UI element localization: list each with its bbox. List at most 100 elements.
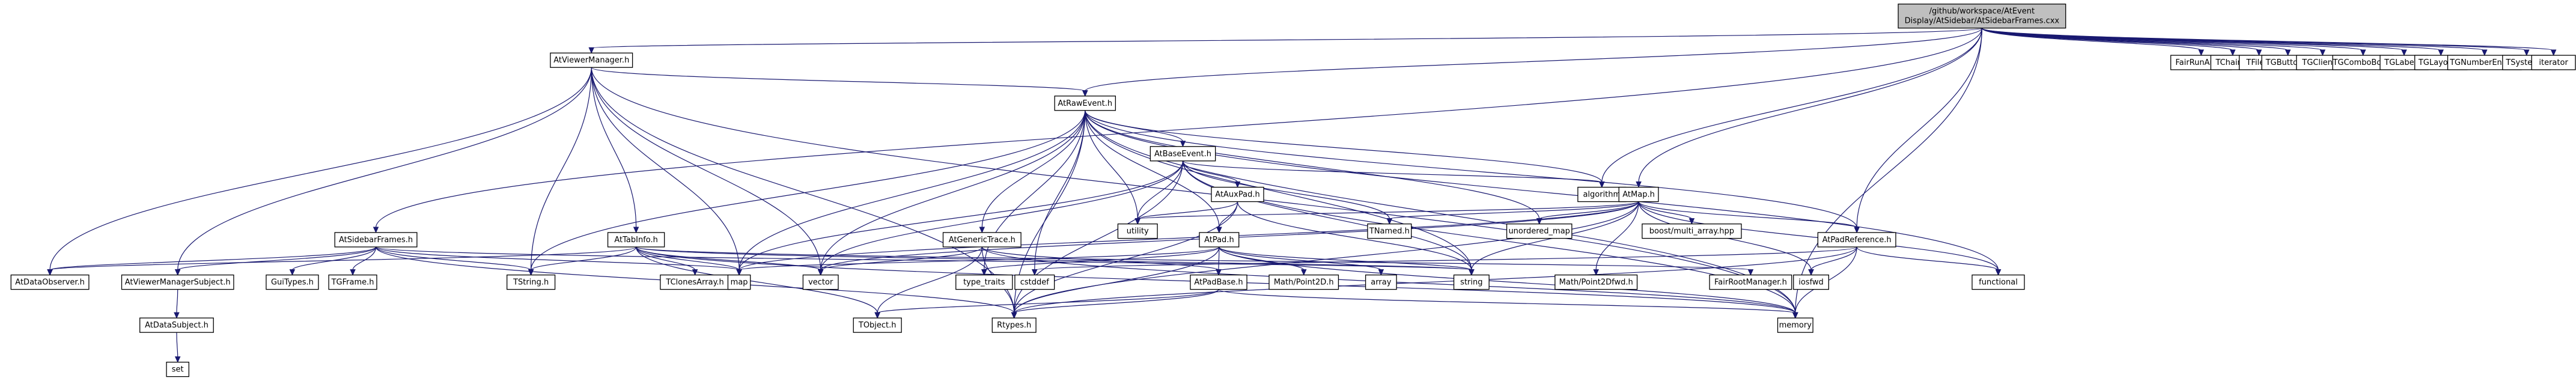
edge-line: [981, 110, 1086, 228]
edge-line: [591, 67, 740, 270]
edge-atpadbase-h-to-memory: [1218, 289, 1798, 319]
edge-arrowhead: [1216, 227, 1222, 234]
node-atviewermanager-h[interactable]: AtViewerManager.h: [550, 52, 633, 68]
edge-line: [176, 289, 178, 314]
edge-arrowhead: [2319, 49, 2326, 56]
edge-atpad-h-to-array: [1219, 246, 1384, 276]
node-label: GuiTypes.h: [271, 278, 314, 287]
node-box: [1709, 274, 1792, 290]
node-atgenerictrace-h[interactable]: AtGenericTrace.h: [942, 232, 1022, 248]
node-iterator: iterator: [2531, 55, 2576, 70]
edge-arrowhead: [692, 269, 698, 276]
edge-line: [176, 332, 178, 358]
node-tnamed-h: TNamed.h: [1367, 223, 1412, 239]
node-label: TString.h: [513, 278, 549, 287]
edge-arrowhead: [1599, 181, 1605, 188]
edge-line: [352, 246, 377, 270]
edge-arrowhead: [736, 269, 742, 276]
node-label: FairRootManager.h: [1714, 278, 1787, 287]
edge-line: [636, 246, 878, 314]
node-box: [1898, 4, 2066, 29]
edge-line: [820, 110, 1086, 270]
node-atdataobserver-h[interactable]: AtDataObserver.h: [10, 274, 90, 290]
node-label: Math/Point2D.h: [1274, 278, 1334, 287]
edge-line: [636, 246, 1472, 271]
node-label: set: [172, 365, 184, 374]
node-box: [955, 274, 1013, 290]
edge-line: [1219, 246, 1305, 271]
edge-line: [591, 67, 821, 270]
edge-line: [1981, 28, 2554, 51]
node-atrawevent-h[interactable]: AtRawEvent.h: [1054, 96, 1116, 111]
edge-arrowhead: [1300, 269, 1307, 276]
edge-arrowhead: [1378, 269, 1384, 276]
node-box: [507, 274, 556, 290]
edge-line: [1182, 160, 1603, 183]
edge-atrawevent-h-to-atbaseevent-h: [1085, 110, 1186, 148]
edge-line: [591, 67, 637, 228]
edge-line: [1085, 110, 1857, 228]
node-tclonesarray-h: TClonesArray.h: [660, 274, 730, 290]
node-label: map: [731, 278, 748, 287]
edge-arrowhead: [528, 269, 534, 276]
node-box: [1149, 146, 1216, 162]
node-root[interactable]: /github/workspace/AtEventDisplay/AtSideb…: [1898, 4, 2066, 29]
edge-line: [984, 246, 1220, 271]
edge-atbaseevent-h-to-algorithm: [1182, 160, 1605, 188]
edge-line: [1638, 201, 1857, 228]
edge-atmap-h-to-math-point2dfwd-h: [1593, 201, 1639, 276]
edge-line: [375, 246, 740, 271]
edge-line: [49, 67, 592, 270]
edge-root-to-atpadreference-h: [1854, 28, 1982, 234]
node-label: TGLabel.h: [2384, 58, 2423, 67]
node-atpadreference-h[interactable]: AtPadReference.h: [1817, 232, 1896, 248]
node-label: AtPad.h: [1204, 236, 1234, 245]
node-atdatasubject-h[interactable]: AtDataSubject.h: [139, 317, 214, 333]
edge-line: [1085, 110, 1472, 270]
edge-atrawevent-h-to-unordered-map: [1085, 110, 1542, 225]
edge-attabinfo-h-to-vector: [636, 246, 824, 276]
edge-line: [738, 160, 1184, 270]
node-atbaseevent-h[interactable]: AtBaseEvent.h: [1149, 146, 1216, 162]
node-label: iosfwd: [1798, 278, 1824, 287]
edge-line: [1034, 110, 1086, 270]
node-label: /github/workspace/AtEvent: [1929, 7, 2035, 16]
node-atpadbase-h[interactable]: AtPadBase.h: [1190, 274, 1247, 290]
edge-arrowhead: [1216, 269, 1222, 276]
edge-attabinfo-h-to-atdataobserver-h: [47, 246, 637, 276]
node-label: Rtypes.h: [997, 321, 1031, 330]
edge-line: [1014, 246, 1220, 314]
node-box: [1618, 186, 1659, 203]
node-functional: functional: [1972, 274, 2025, 290]
node-box: [550, 52, 633, 68]
node-attabinfo-h[interactable]: AtTabInfo.h: [607, 232, 665, 248]
edge-line: [636, 246, 740, 271]
edge-line: [1389, 201, 1639, 220]
node-label: boost/multi_array.hpp: [1649, 227, 1734, 236]
edge-line: [1237, 201, 1472, 270]
node-box: [1453, 274, 1490, 290]
node-label: TGFrame.h: [331, 278, 374, 287]
edge-arrowhead: [47, 269, 53, 276]
node-memory: memory: [1777, 317, 1813, 333]
edge-line: [738, 110, 1086, 270]
edge-arrowhead: [174, 312, 180, 319]
edge-arrowhead: [2198, 49, 2204, 56]
edge-atpadreference-h-to-functional: [1856, 246, 2002, 276]
node-tgcombobox-h: TGComboBox.h: [2332, 55, 2394, 70]
edge-root-to-atviewermanager-h: [588, 28, 1982, 54]
node-atmap-h[interactable]: AtMap.h: [1618, 186, 1659, 203]
node-label: AtBaseEvent.h: [1154, 150, 1211, 159]
node-atauxpad-h[interactable]: AtAuxPad.h: [1211, 186, 1264, 203]
node-atpad-h[interactable]: AtPad.h: [1199, 232, 1240, 248]
edge-arrowhead: [874, 312, 880, 319]
edge-arrowhead: [2523, 49, 2530, 56]
edge-line: [877, 246, 982, 314]
node-atsidebarframes-h[interactable]: AtSidebarFrames.h: [334, 232, 418, 248]
edge-arrowhead: [373, 227, 379, 234]
node-atviewermanagersubject-h[interactable]: AtViewerManagerSubject.h: [121, 274, 234, 290]
node-label: TObject.h: [858, 321, 897, 330]
edge-arrowhead: [817, 269, 824, 276]
edge-line: [1085, 110, 1540, 219]
